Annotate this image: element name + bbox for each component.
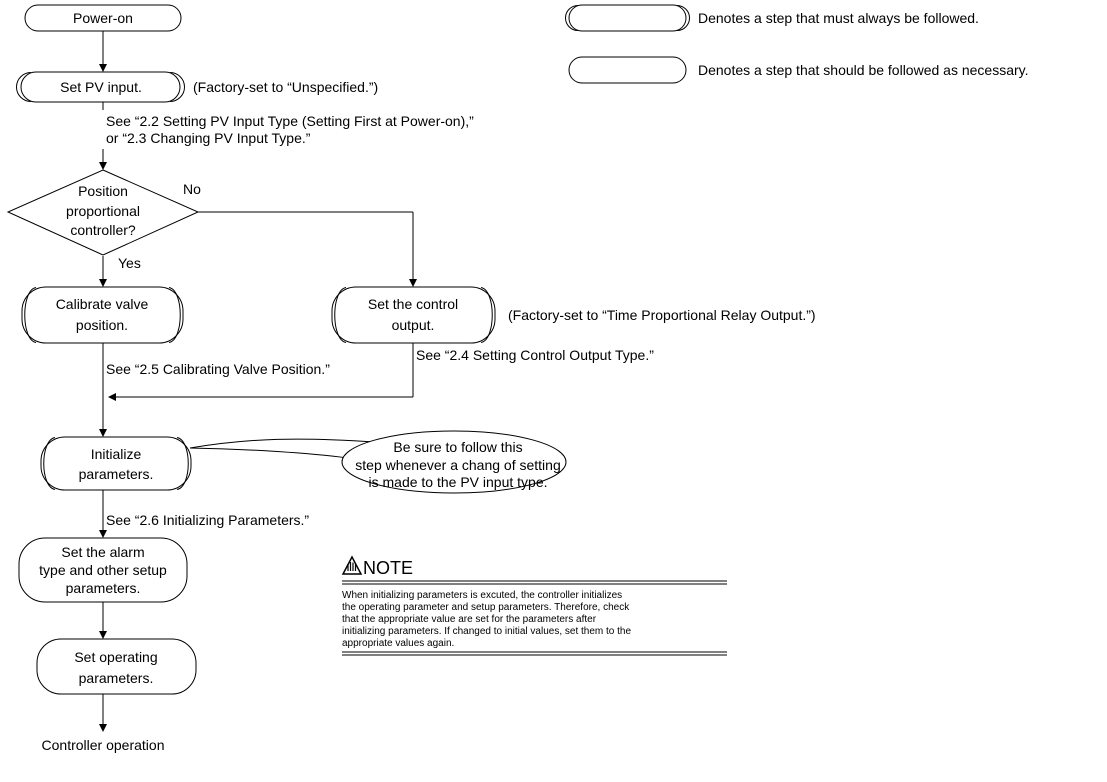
note-line-1: When initializing parameters is excuted,… xyxy=(342,590,622,601)
controller-operation-label: Controller operation xyxy=(42,737,165,753)
init-see: See “2.6 Initializing Parameters.” xyxy=(106,512,309,528)
set-operating-line-1: Set operating xyxy=(74,649,157,665)
set-pv-input-node: Set PV input. xyxy=(16,71,185,103)
branch-yes-label: Yes xyxy=(118,255,141,271)
note-line-4: initializing parameters. If changed to i… xyxy=(342,626,631,637)
connectors xyxy=(99,31,417,732)
pv-see-line-1: See “2.2 Setting PV Input Type (Setting … xyxy=(106,113,474,129)
callout-line-2: step whenever a chang of setting xyxy=(355,457,560,473)
calibrate-line-1: Calibrate valve xyxy=(56,296,149,312)
calibrate-node: Calibrate valve position. xyxy=(21,286,184,344)
set-alarm-line-3: parameters. xyxy=(66,580,141,596)
legend-always-shape xyxy=(565,4,690,32)
set-pv-input-label: Set PV input. xyxy=(60,79,142,95)
set-operating-line-2: parameters. xyxy=(79,670,154,686)
legend-always-text: Denotes a step that must always be follo… xyxy=(698,10,979,26)
control-output-line-2: output. xyxy=(392,317,435,333)
initialize-line-2: parameters. xyxy=(79,466,154,482)
note-line-5: appropriate values again. xyxy=(342,638,454,649)
callout-bubble: Be sure to follow this step whenever a c… xyxy=(189,430,567,494)
initialize-line-1: Initialize xyxy=(91,446,142,462)
branch-no-label: No xyxy=(183,181,201,197)
legend-as-needed-text: Denotes a step that should be followed a… xyxy=(698,62,1029,78)
legend-as-needed-shape xyxy=(568,56,687,84)
set-alarm-line-1: Set the alarm xyxy=(61,544,144,560)
pv-see-line-2: or “2.3 Changing PV Input Type.” xyxy=(106,130,311,146)
calibrate-line-2: position. xyxy=(76,317,128,333)
decision-node: Position proportional controller? xyxy=(6,169,200,256)
hand-warning-icon xyxy=(341,555,363,575)
legend: Denotes a step that must always be follo… xyxy=(565,4,1029,84)
decision-line-3: controller? xyxy=(70,222,136,238)
set-alarm-line-2: type and other setup xyxy=(39,562,167,578)
decision-line-1: Position xyxy=(78,183,128,199)
note-title: NOTE xyxy=(363,558,413,578)
power-on-label: Power-on xyxy=(73,10,133,26)
control-output-line-1: Set the control xyxy=(368,296,458,312)
decision-line-2: proportional xyxy=(66,203,140,219)
callout-line-3: is made to the PV input type. xyxy=(369,474,548,490)
calibrate-see: See “2.5 Calibrating Valve Position.” xyxy=(106,361,330,377)
callout-line-1: Be sure to follow this xyxy=(393,439,522,455)
initialize-node: Initialize parameters. xyxy=(40,436,192,491)
note-line-2: the operating parameter and setup parame… xyxy=(342,602,630,613)
note-line-3: that the appropriate value are set for t… xyxy=(342,614,597,625)
set-operating-node: Set operating parameters. xyxy=(36,638,197,695)
pv-factory-note: (Factory-set to “Unspecified.”) xyxy=(193,79,378,95)
control-factory-note: (Factory-set to “Time Proportional Relay… xyxy=(508,307,816,323)
power-on-node: Power-on xyxy=(24,4,182,32)
note-box: NOTE When initializing parameters is exc… xyxy=(341,555,727,656)
control-see: See “2.4 Setting Control Output Type.” xyxy=(416,347,654,363)
set-alarm-node: Set the alarm type and other setup param… xyxy=(18,537,188,603)
set-control-output-node: Set the control output. xyxy=(331,286,496,344)
